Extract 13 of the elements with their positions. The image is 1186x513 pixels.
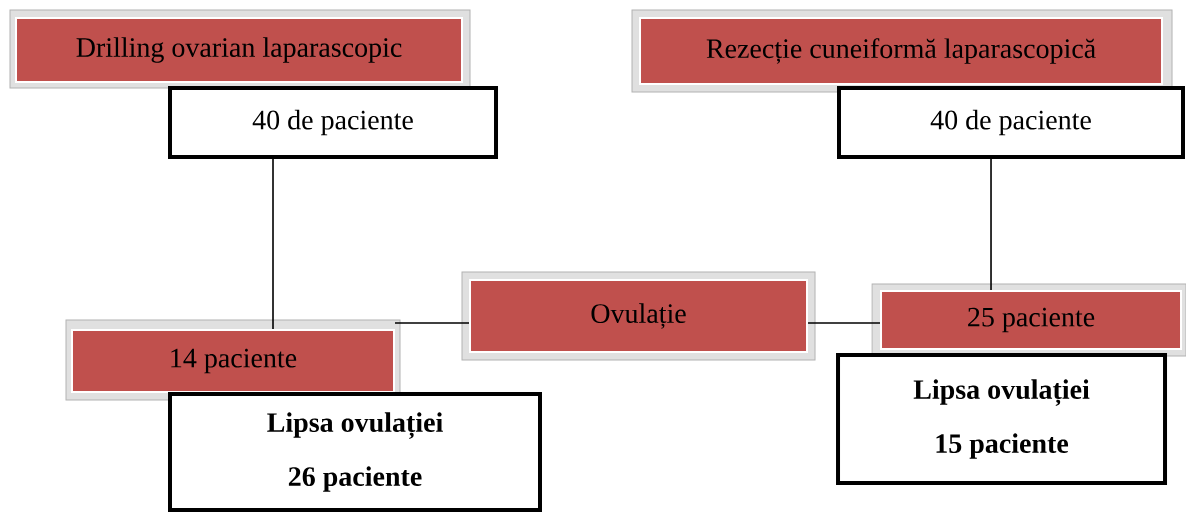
banner-box: 25 paciente: [871, 283, 1186, 357]
count-box: Lipsa ovulației 15 paciente: [836, 353, 1167, 485]
connector-line: [990, 158, 992, 291]
connector-line: [272, 158, 274, 330]
count-box: 40 de paciente: [837, 86, 1185, 159]
connector-line: [807, 322, 881, 324]
count-box: Lipsa ovulației 26 paciente: [168, 392, 542, 512]
banner-box: Drilling ovarian laparascopic: [9, 9, 471, 89]
count-box: 40 de paciente: [168, 86, 498, 159]
connector-line: [394, 322, 470, 324]
banner-box: Ovulație: [461, 271, 816, 361]
banner-box: Rezecție cuneiformă laparascopică: [631, 9, 1173, 93]
banner-box: 14 paciente: [65, 319, 401, 401]
